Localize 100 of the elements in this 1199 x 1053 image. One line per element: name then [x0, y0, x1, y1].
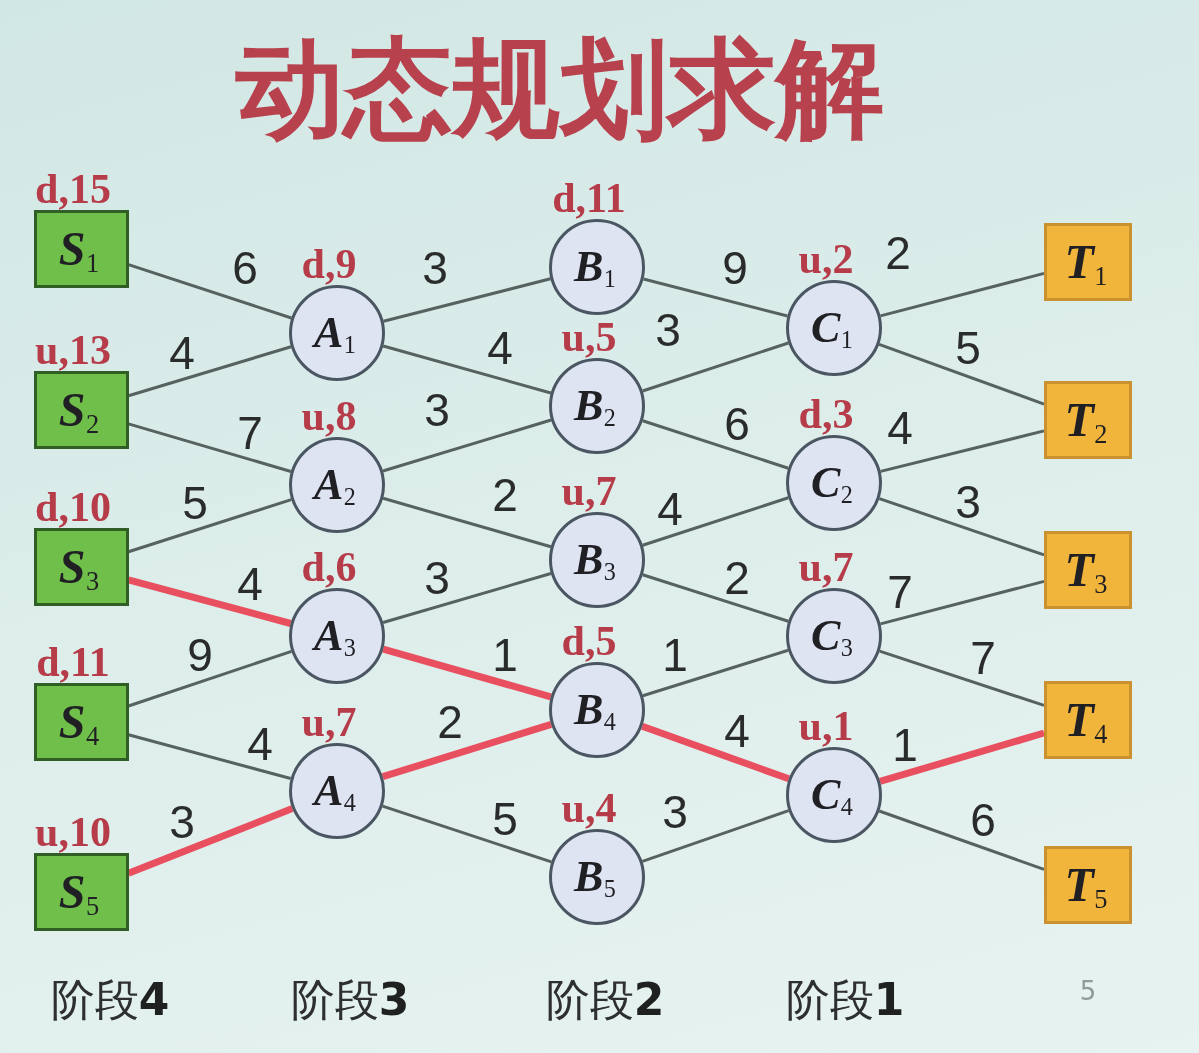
edge-weight-label: 3 — [169, 803, 195, 841]
end-state-box — [1044, 681, 1132, 759]
connector-line — [642, 419, 789, 470]
node-value-label: u,1 — [798, 708, 854, 746]
node-value-label: u,8 — [301, 398, 357, 436]
edge-weight-label: 9 — [187, 636, 213, 674]
connector-line — [127, 576, 292, 627]
edge-weight-label: 5 — [492, 801, 518, 838]
node-value-label: u,5 — [561, 319, 617, 357]
connector-line — [128, 733, 292, 780]
node-label: S$_{4}$ — [58, 698, 101, 746]
connector-line — [381, 720, 553, 781]
stage-label: 阶段4 — [50, 974, 170, 1026]
start-state-box — [33, 528, 129, 606]
node-value-label: u,10 — [35, 814, 111, 852]
end-state-box — [1044, 846, 1132, 924]
edge-weight-label: 6 — [970, 801, 996, 839]
connector-line — [382, 418, 552, 473]
node-label: B$_{5}$ — [574, 855, 617, 899]
connector-line — [880, 271, 1045, 318]
start-state-box — [33, 371, 129, 449]
edge-weight-label: 6 — [724, 406, 750, 443]
edge-weight-label: 4 — [169, 334, 195, 372]
connector-line — [383, 277, 551, 323]
node-value-label: d,15 — [35, 171, 111, 209]
connector-line — [879, 649, 1045, 707]
end-state-box — [1044, 531, 1132, 609]
connector-line — [382, 344, 552, 395]
node-value-label: u,7 — [798, 549, 854, 587]
page-number: 5 — [1079, 977, 1097, 1007]
node-label: S$_{3}$ — [58, 543, 101, 591]
edge-weight-label: 7 — [237, 414, 263, 452]
edge-weight-label: 9 — [722, 249, 748, 287]
edge-weight-label: 5 — [182, 485, 208, 522]
connector-line — [128, 498, 292, 554]
edge-weight-label: 7 — [887, 573, 913, 611]
node-label: C$_{3}$ — [811, 614, 854, 658]
connector-line — [880, 579, 1045, 626]
edge-weight-label: 1 — [492, 636, 518, 674]
connector-line — [641, 809, 790, 863]
stage-label: 阶段1 — [785, 974, 905, 1026]
connector-line — [128, 345, 292, 398]
edge-weight-label: 4 — [487, 329, 513, 367]
node-label: C$_{2}$ — [811, 461, 854, 505]
connector-line — [880, 429, 1045, 473]
start-state-box — [33, 683, 129, 761]
node-label: S$_{2}$ — [58, 386, 101, 434]
connector-line — [642, 573, 789, 623]
node-value-label: d,6 — [301, 549, 357, 587]
connector-line — [127, 805, 294, 877]
edge-weight-label: 7 — [970, 639, 996, 677]
node-value-label: u,13 — [35, 332, 111, 370]
edge-weight-label: 1 — [892, 726, 918, 764]
node-label: B$_{1}$ — [574, 245, 617, 289]
node-label: B$_{4}$ — [574, 688, 617, 732]
node-value-label: d,9 — [301, 246, 357, 284]
edge-weight-label: 3 — [422, 249, 448, 287]
stage-label: 阶段2 — [545, 974, 665, 1026]
connector-line — [382, 645, 552, 701]
start-state-box — [33, 210, 129, 288]
connector-line — [878, 342, 1045, 406]
node-value-label: d,11 — [552, 180, 626, 218]
edge-weight-label: 3 — [655, 311, 681, 349]
connector-line — [128, 649, 292, 708]
connector-line — [642, 496, 789, 547]
edge-weight-label: 4 — [657, 490, 683, 528]
edge-weight-label: 5 — [955, 329, 981, 367]
node-value-label: u,4 — [561, 790, 617, 828]
connector-line — [128, 422, 292, 473]
node-label: S$_{5}$ — [58, 868, 101, 916]
end-state-box — [1044, 223, 1132, 301]
edge-weight-label: 4 — [247, 725, 273, 763]
node-label: C$_{4}$ — [811, 773, 854, 817]
connector-line — [878, 809, 1045, 871]
node-label: T$_{3}$ — [1064, 546, 1109, 594]
node-value-label: d,10 — [35, 489, 111, 527]
connector-line — [642, 648, 789, 698]
edge-weight-label: 2 — [885, 234, 911, 272]
node-label: T$_{1}$ — [1064, 238, 1109, 286]
node-label: C$_{1}$ — [811, 306, 854, 350]
node-value-label: u,7 — [301, 704, 357, 742]
connector-line — [643, 277, 788, 318]
edge-weight-label: 3 — [424, 559, 450, 597]
node-label: B$_{3}$ — [574, 538, 617, 582]
edge-weight-label: 3 — [424, 391, 450, 429]
edge-weight-label: 2 — [492, 476, 518, 514]
title: 动态规划求解 — [236, 26, 884, 151]
node-label: B$_{2}$ — [574, 384, 617, 428]
edge-weight-label: 4 — [887, 409, 913, 447]
edge-weight-label: 3 — [955, 483, 981, 520]
edge-weight-label: 2 — [724, 559, 750, 597]
connector-line — [641, 722, 790, 783]
edge-weight-label: 1 — [662, 636, 688, 674]
edge-weight-label: 4 — [724, 712, 750, 750]
node-value-label: d,3 — [798, 396, 854, 434]
connector-line — [879, 729, 1045, 785]
node-label: T$_{4}$ — [1064, 696, 1109, 744]
connector-line — [382, 572, 552, 624]
node-value-label: u,2 — [798, 241, 854, 279]
node-value-label: u,7 — [561, 473, 617, 511]
